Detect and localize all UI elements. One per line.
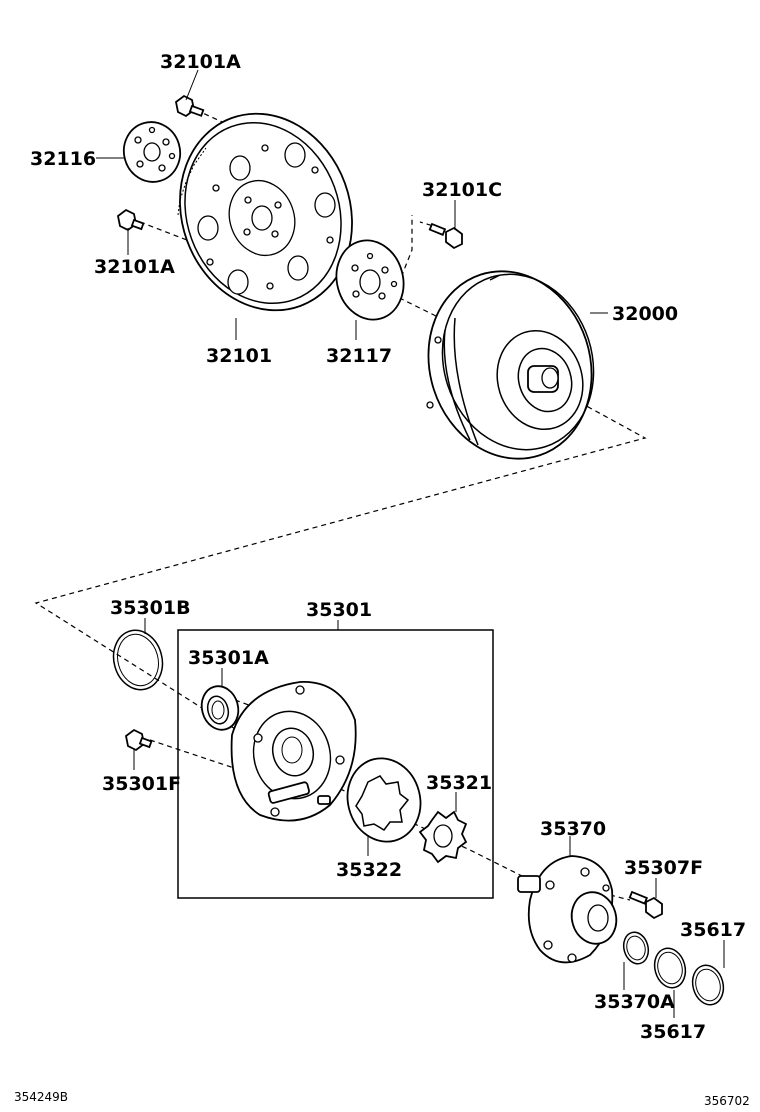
driven-gear-35322-icon (346, 757, 422, 843)
bolt-32101c-icon (428, 222, 463, 250)
label-35307f: 35307F (624, 857, 703, 879)
stator-shaft-35370-icon (517, 855, 618, 964)
label-35301a: 35301A (188, 647, 269, 669)
label-35301f: 35301F (102, 773, 181, 795)
label-35321: 35321 (426, 772, 492, 794)
group-box-35301 (177, 629, 494, 899)
drive-gear-35321-icon (418, 810, 468, 864)
label-35301: 35301 (306, 599, 372, 621)
ring-35617-upper-icon (691, 964, 725, 1006)
plate-32117-icon (335, 239, 405, 321)
label-35617-upper: 35617 (680, 919, 746, 941)
o-ring-35301b-icon (112, 629, 164, 691)
label-32101a-top: 32101A (160, 51, 241, 73)
oil-seal-35301a-icon (200, 685, 240, 731)
oil-pump-body-icon (230, 681, 357, 822)
flywheel-32101-icon (177, 112, 353, 312)
diagram-code-right: 356702 (704, 1094, 750, 1108)
label-35301b: 35301B (110, 597, 191, 619)
label-32000: 32000 (612, 303, 678, 325)
bolt-32101a-left-icon (117, 208, 145, 232)
part-labels: 32101A 32116 32101A 32101 32117 32101C 3… (30, 51, 746, 1043)
label-32117: 32117 (326, 345, 392, 367)
label-32101c: 32101C (422, 179, 502, 201)
label-35322: 35322 (336, 859, 402, 881)
label-32101: 32101 (206, 345, 272, 367)
leader-lines (96, 69, 725, 1018)
ring-35617-lower-icon (653, 947, 687, 989)
bolt-35307f-icon (628, 890, 663, 920)
diagram-code-left: 354249B (14, 1090, 68, 1104)
torque-converter-32000-icon (426, 270, 595, 460)
label-35370: 35370 (540, 818, 606, 840)
bolt-35301f-icon (125, 728, 153, 752)
label-32116: 32116 (30, 148, 96, 170)
label-35617-lower: 35617 (640, 1021, 706, 1043)
bolt-32101a-top-icon (175, 94, 205, 118)
drive-plate-32116-icon (122, 121, 182, 183)
label-32101a-left: 32101A (94, 256, 175, 278)
ring-35370a-icon (622, 931, 650, 965)
label-35370a: 35370A (594, 991, 675, 1013)
